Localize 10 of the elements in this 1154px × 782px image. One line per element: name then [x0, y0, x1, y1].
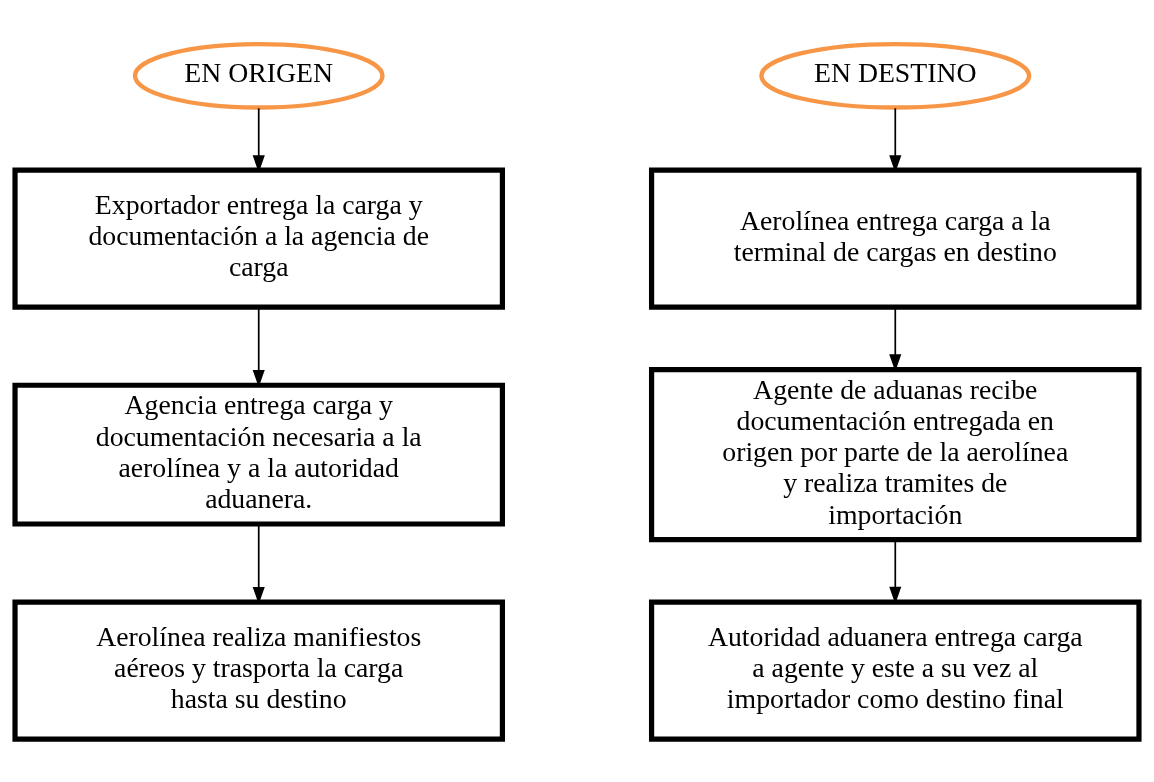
node-box: Agente de aduanas recibe documentación entregada en origen por parte de la aerolínea y realiza tramites de importación [649, 366, 1142, 542]
arrow [252, 106, 265, 173]
arrow [889, 106, 902, 173]
node-box: Autoridad aduanera entrega carga a agente y este a su vez al importador como destino final [649, 598, 1142, 742]
node-box: Aerolínea realiza manifiestos aéreos y trasporta la carga hasta su destino [12, 598, 506, 742]
node-box: Exportador entrega la carga y documentación a la agencia de carga [12, 167, 506, 310]
node-ellipse: EN ORIGEN [132, 41, 385, 110]
node-box: Aerolínea entrega carga a la terminal de cargas en destino [649, 167, 1142, 310]
node-box: Agencia entrega carga y documentación necesaria a la aerolínea y a la autoridad aduanera. [12, 382, 506, 527]
node-ellipse: EN DESTINO [759, 41, 1032, 110]
